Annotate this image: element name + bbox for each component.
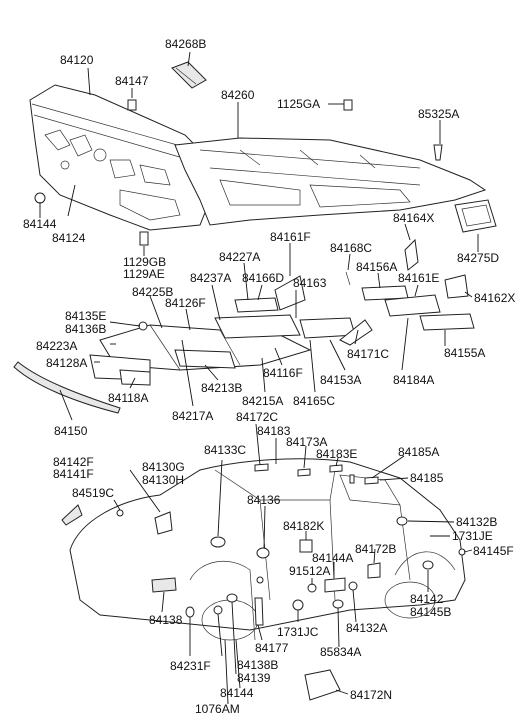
- part-label: 84126F: [165, 296, 206, 310]
- part-label: 84217A: [172, 409, 213, 423]
- part-label: 84519C: [72, 486, 114, 500]
- part-label: 84237A: [190, 271, 231, 285]
- part-label: 84142: [410, 592, 444, 606]
- part-label: 84133C: [204, 443, 246, 457]
- floor-pan-assembly: [29, 61, 497, 246]
- part-label: 84145B: [410, 605, 451, 619]
- part-label: 1129GB: [123, 255, 166, 269]
- part-label: 84182K: [283, 519, 324, 533]
- part-label: 84162X: [474, 291, 515, 305]
- part-label: 84260: [221, 88, 255, 102]
- part-label: 84153A: [320, 373, 361, 387]
- part-label: 84116F: [263, 366, 303, 380]
- part-label: 84183E: [316, 447, 357, 461]
- part-label: 84132A: [346, 621, 387, 635]
- part-label: 84268B: [165, 37, 206, 51]
- part-label: 84171C: [347, 347, 389, 361]
- part-label: 84225B: [132, 285, 173, 299]
- part-label: 84124: [52, 231, 86, 245]
- part-label: 1129AE: [123, 267, 165, 281]
- part-label: 91512A: [289, 564, 330, 578]
- part-labels: 84268B 84120 84147 84260 1125GA 85325A 8…: [23, 37, 515, 716]
- part-label: 84150: [54, 424, 88, 438]
- part-label: 84135E: [65, 309, 106, 323]
- part-label: 1731JE: [452, 529, 493, 543]
- part-label: 84172N: [350, 688, 392, 702]
- part-label: 84118A: [108, 391, 148, 405]
- part-label: 84172B: [355, 542, 396, 556]
- part-label: 84147: [115, 74, 149, 88]
- part-label: 84168C: [330, 241, 372, 255]
- part-label: 84213B: [201, 381, 242, 395]
- part-label: 84164X: [393, 211, 434, 225]
- part-label: 84136B: [65, 322, 106, 336]
- part-label: 84231F: [170, 659, 211, 673]
- part-label: 84156A: [356, 260, 397, 274]
- part-label: 84172C: [236, 410, 278, 424]
- part-label: 1125GA: [277, 97, 320, 111]
- part-label: 84144: [220, 686, 254, 700]
- part-label: 84138B: [237, 658, 278, 672]
- part-label: 85834A: [320, 645, 361, 659]
- part-label: 84139: [237, 671, 271, 685]
- part-label: 84138: [149, 613, 183, 627]
- part-label: 84141F: [53, 467, 94, 481]
- part-label: 84165C: [293, 394, 335, 408]
- part-label: 1731JC: [277, 625, 319, 639]
- part-label: 84184A: [393, 373, 434, 387]
- part-label: 84173A: [286, 435, 327, 449]
- part-label: 84227A: [219, 250, 260, 264]
- part-label: 84177: [255, 641, 289, 655]
- part-label: 84145F: [473, 544, 514, 558]
- part-label: 84185: [410, 471, 444, 485]
- car-body-assembly: [61, 458, 466, 701]
- part-label: 84142F: [53, 455, 94, 469]
- leader-lines: [39, 51, 479, 705]
- part-label: 84161E: [398, 271, 439, 285]
- part-label: 84128A: [46, 356, 87, 370]
- part-label: 84185A: [398, 445, 439, 459]
- part-label: 84130G: [142, 460, 185, 474]
- part-label: 84215A: [242, 394, 283, 408]
- part-label: 84275D: [457, 251, 499, 265]
- part-label: 84163: [293, 276, 327, 290]
- part-label: 84161F: [270, 230, 311, 244]
- part-label: 85325A: [418, 107, 459, 121]
- part-label: 84166D: [242, 271, 284, 285]
- part-label: 84223A: [36, 339, 77, 353]
- part-label: 84183: [257, 424, 291, 438]
- floor-pads-assembly: [13, 238, 475, 414]
- part-label: 84136: [247, 493, 281, 507]
- part-label: 84144A: [312, 551, 353, 565]
- part-label: 84120: [60, 53, 94, 67]
- part-label: 84130H: [142, 473, 184, 487]
- part-label: 84155A: [444, 346, 485, 360]
- part-label: 84144: [23, 217, 57, 231]
- part-label: 84132B: [456, 515, 497, 529]
- part-label: 1076AM: [195, 702, 240, 716]
